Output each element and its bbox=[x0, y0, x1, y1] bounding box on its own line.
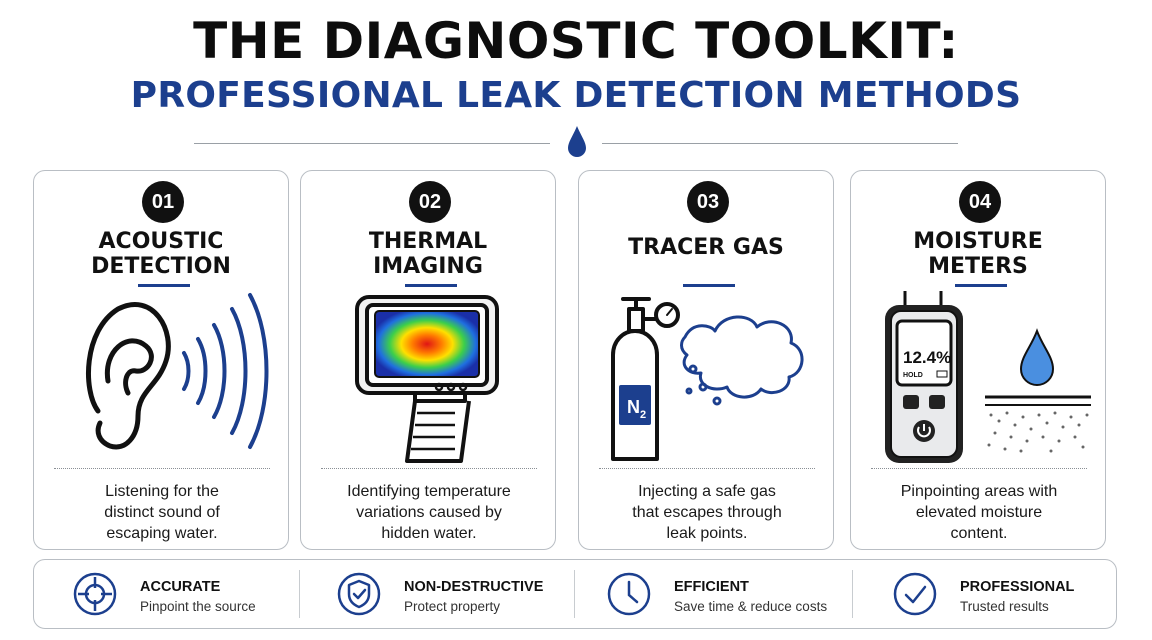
water-drop-icon bbox=[568, 126, 586, 157]
method-card-acoustic: 01 ACOUSTIC DETECTION Listening for the … bbox=[33, 170, 289, 550]
dotted-divider bbox=[599, 468, 815, 469]
header-divider-right bbox=[602, 143, 958, 144]
dotted-divider bbox=[54, 468, 270, 469]
meter-reading: 12.4% bbox=[903, 348, 951, 367]
method-card-thermal: 02 THERMAL IMAGING bbox=[300, 170, 556, 550]
step-number-badge: 03 bbox=[687, 181, 729, 223]
ear-sound-waves-icon bbox=[86, 293, 269, 450]
card-title: THERMAL IMAGING bbox=[368, 229, 488, 279]
card-description: Injecting a safe gas that escapes throug… bbox=[632, 483, 782, 542]
features-bar: ACCURATE Pinpoint the source NON-DESTRUC… bbox=[33, 559, 1117, 629]
clock-icon bbox=[607, 572, 651, 616]
title-underline bbox=[955, 284, 1007, 287]
header-divider-left bbox=[194, 143, 550, 144]
dotted-divider bbox=[321, 468, 537, 469]
cylinder-label: N bbox=[627, 397, 640, 417]
method-card-tracer-gas: 03 TRACER GAS N 2 Injecting a safe gas t… bbox=[578, 170, 834, 550]
shield-check-icon bbox=[337, 572, 381, 616]
feature-separator bbox=[574, 570, 575, 618]
dotted-divider bbox=[871, 468, 1087, 469]
feature-separator bbox=[852, 570, 853, 618]
meter-hold-label: HOLD bbox=[903, 372, 923, 379]
page-title: THE DIAGNOSTIC TOOLKIT: bbox=[193, 12, 959, 70]
title-underline bbox=[405, 284, 457, 287]
card-description: Listening for the distinct sound of esca… bbox=[104, 483, 220, 542]
thermal-camera-icon bbox=[355, 295, 499, 463]
cylinder-subscript: 2 bbox=[640, 409, 646, 421]
card-title: ACOUSTIC DETECTION bbox=[91, 229, 231, 279]
method-card-moisture: 04 MOISTURE METERS 12.4% HOLD bbox=[850, 170, 1106, 550]
card-description: Identifying temperature variations cause… bbox=[347, 483, 511, 542]
card-description: Pinpointing areas with elevated moisture… bbox=[900, 483, 1058, 542]
step-number-badge: 01 bbox=[142, 181, 184, 223]
gas-cylinder-icon: N 2 bbox=[611, 297, 804, 461]
step-number-badge: 04 bbox=[959, 181, 1001, 223]
page-subtitle: PROFESSIONAL LEAK DETECTION METHODS bbox=[130, 75, 1022, 116]
card-title: TRACER GAS bbox=[628, 235, 784, 260]
feature-separator bbox=[299, 570, 300, 618]
title-underline bbox=[683, 284, 735, 287]
card-title: MOISTURE METERS bbox=[913, 229, 1043, 279]
moisture-meter-icon: 12.4% HOLD bbox=[885, 291, 1091, 463]
crosshair-icon bbox=[73, 572, 117, 616]
check-circle-icon bbox=[893, 572, 937, 616]
title-underline bbox=[138, 284, 190, 287]
step-number-badge: 02 bbox=[409, 181, 451, 223]
